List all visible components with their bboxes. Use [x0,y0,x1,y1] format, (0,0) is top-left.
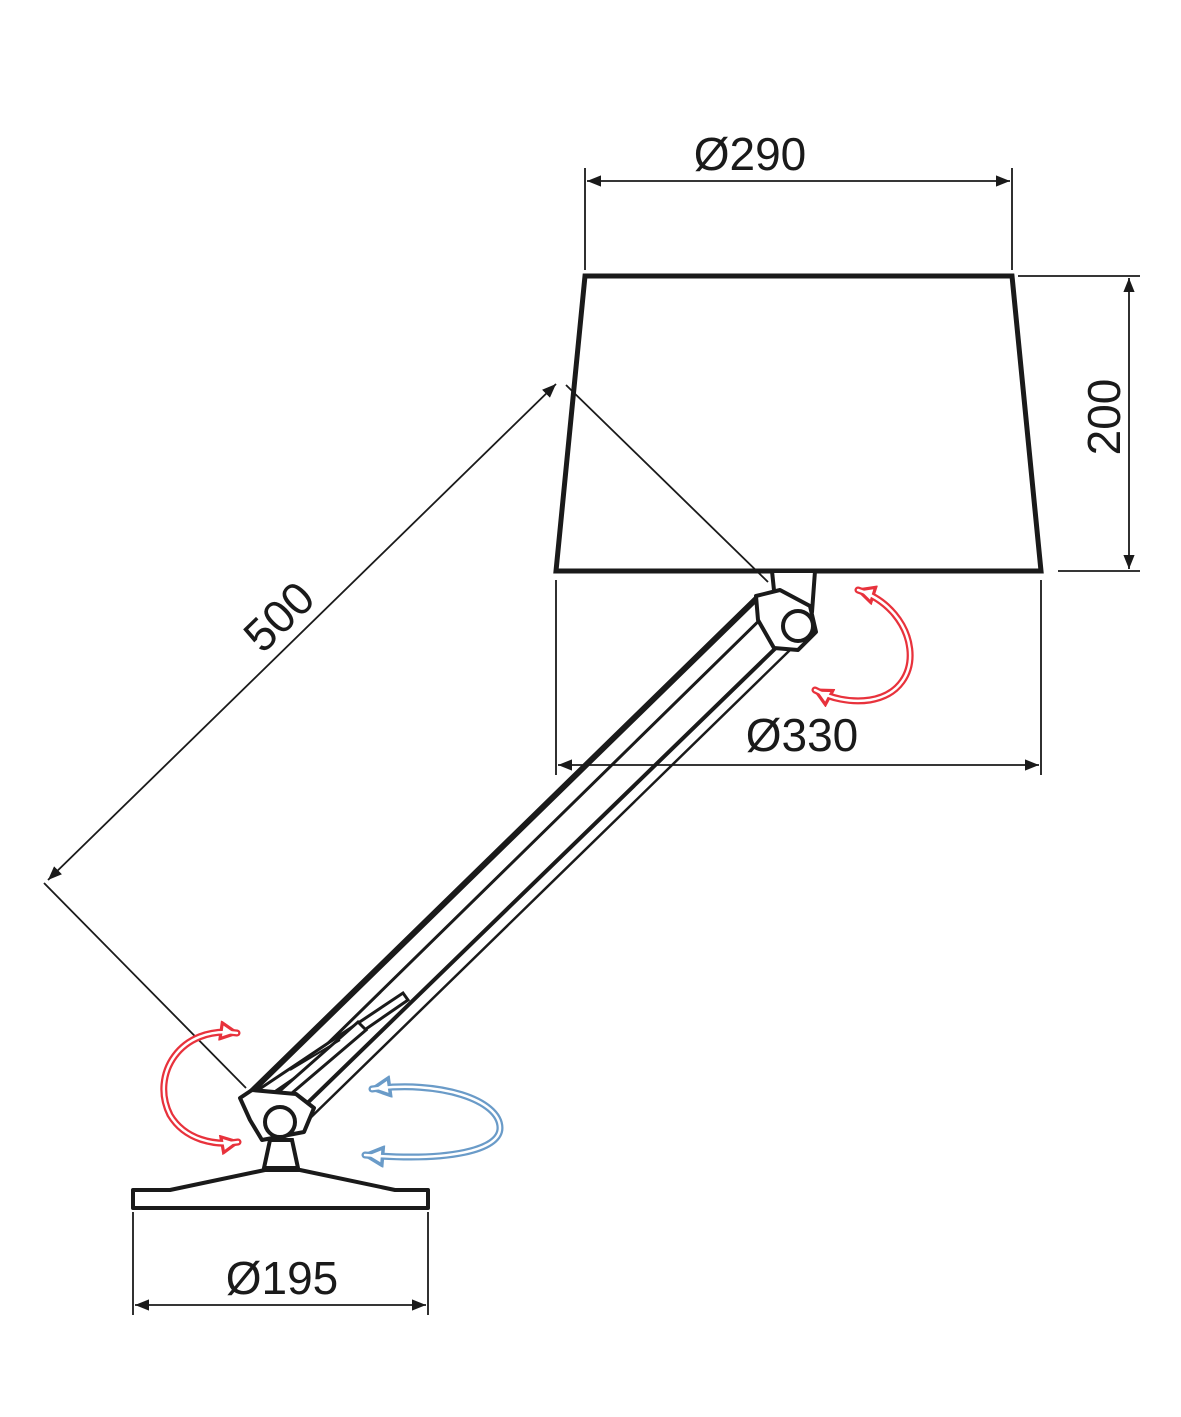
arm-tilt-arrow-icon [160,1032,238,1143]
dimension-top-diameter: Ø290 [584,128,1013,270]
dimension-label-shade-height: 200 [1078,379,1130,456]
base-rotate-arrow-icon [361,1087,504,1157]
upper-joint [754,569,818,652]
lower-joint [238,1088,316,1142]
dimension-base-diameter: Ø195 [132,1212,429,1315]
head-tilt-arrow-icon [811,590,914,701]
dimension-bottom-diameter: Ø330 [555,580,1042,775]
dimension-shade-height: 200 [1018,275,1140,572]
dimension-label-arm-length: 500 [233,571,324,662]
lamp-arm [242,595,791,1127]
dimension-label-bottom-diameter: Ø330 [746,709,859,761]
dimension-label-top-diameter: Ø290 [694,128,807,180]
lamp-shade [553,273,1044,574]
dimension-label-base-diameter: Ø195 [226,1252,339,1304]
lamp-base [131,1138,430,1210]
